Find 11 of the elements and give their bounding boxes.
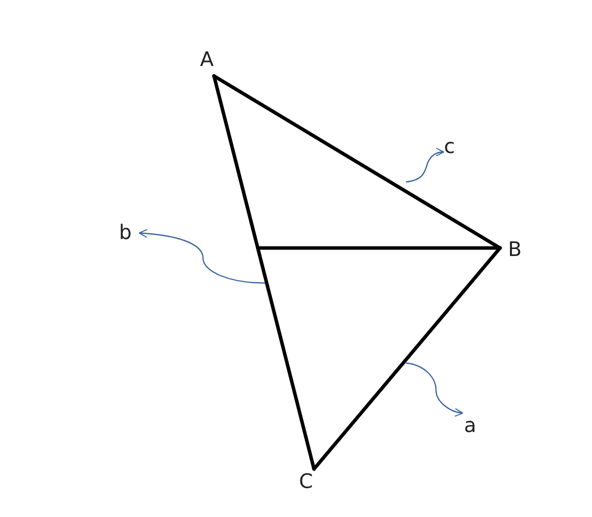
leader-line — [406, 148, 444, 183]
leader-line — [138, 229, 266, 284]
triangle-side — [212, 74, 316, 471]
leader-line — [406, 362, 464, 416]
vertex-label: C — [299, 470, 313, 492]
vertex-label: B — [508, 238, 522, 260]
vertex-label: A — [200, 48, 214, 70]
triangle-side — [312, 246, 502, 471]
side-label: b — [119, 221, 132, 243]
side-label: c — [444, 135, 455, 157]
side-label: a — [464, 414, 476, 436]
